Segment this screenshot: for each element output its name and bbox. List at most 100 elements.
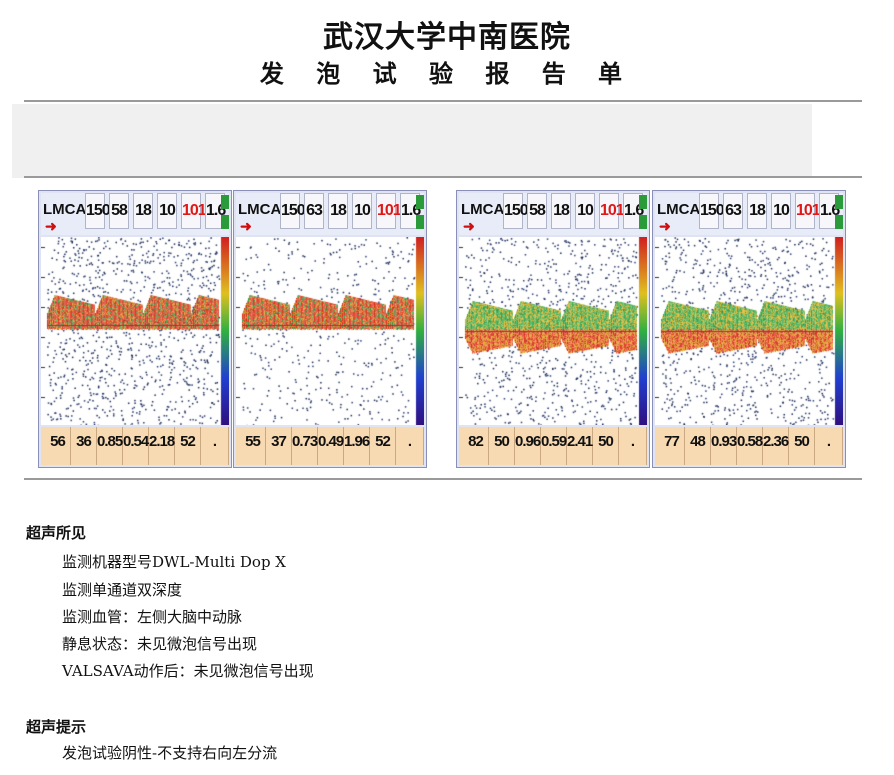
header-cell: 101 bbox=[181, 193, 207, 229]
header-value: 58 bbox=[529, 202, 546, 219]
scale-button[interactable] bbox=[221, 195, 229, 209]
header-value: 10 bbox=[354, 202, 371, 219]
scale-button[interactable] bbox=[835, 195, 843, 209]
header-value: 18 bbox=[749, 202, 766, 219]
header-value: 101 bbox=[796, 202, 821, 219]
footer-value: 0.49 bbox=[318, 433, 344, 450]
header-value: 63 bbox=[725, 202, 742, 219]
header-cell: 58 bbox=[527, 193, 547, 229]
footer-value: . bbox=[630, 433, 635, 450]
footer-cell: 50 bbox=[489, 427, 515, 465]
vessel-label: LMCA bbox=[238, 201, 282, 218]
conclusion-line-1: 发泡试验阴性-不支持右向左分流 bbox=[62, 744, 278, 762]
header-value: 18 bbox=[553, 202, 570, 219]
findings-heading: 超声所见 bbox=[26, 524, 87, 542]
footer-value: 37 bbox=[271, 433, 287, 450]
header-cell: 63 bbox=[304, 193, 324, 229]
direction-arrow-icon: ➜ bbox=[45, 219, 57, 235]
header-value: 10 bbox=[773, 202, 790, 219]
footer-cell: 0.93 bbox=[711, 427, 737, 465]
footer-cell: 77 bbox=[659, 427, 685, 465]
footer-value: 48 bbox=[690, 433, 706, 450]
footer-cell: . bbox=[396, 427, 424, 465]
scale-button[interactable] bbox=[639, 215, 647, 229]
header-value: 58 bbox=[111, 202, 128, 219]
scale-button[interactable] bbox=[221, 215, 229, 229]
hospital-name: 武汉大学中南医院 bbox=[323, 20, 571, 55]
footer-value: 0.96 bbox=[515, 433, 541, 450]
header-cell: 18 bbox=[328, 193, 348, 229]
header-cell: 18 bbox=[133, 193, 153, 229]
findings-line-5: VALSAVA动作后：未见微泡信号出现 bbox=[62, 662, 314, 680]
footer-value: 52 bbox=[180, 433, 196, 450]
header-cell: 63 bbox=[723, 193, 743, 229]
vessel-label: LMCA bbox=[43, 201, 87, 218]
footer-value: . bbox=[407, 433, 412, 450]
footer-cell: 0.59 bbox=[541, 427, 567, 465]
header-cell: 150 bbox=[280, 193, 306, 229]
direction-arrow-icon: ➜ bbox=[659, 219, 671, 235]
footer-cell: 2.36 bbox=[763, 427, 789, 465]
footer-value: . bbox=[212, 433, 217, 450]
redacted-patient-info bbox=[12, 104, 812, 178]
footer-value: 52 bbox=[375, 433, 391, 450]
header-value: 18 bbox=[330, 202, 347, 219]
header-value: 150 bbox=[86, 202, 111, 219]
footer-value: 56 bbox=[50, 433, 66, 450]
header-value: 101 bbox=[377, 202, 402, 219]
direction-arrow-icon: ➜ bbox=[240, 219, 252, 235]
footer-cell: 2.41 bbox=[567, 427, 593, 465]
header-cell: 10 bbox=[157, 193, 177, 229]
header-value: 10 bbox=[577, 202, 594, 219]
footer-value: 55 bbox=[245, 433, 261, 450]
conclusion-heading: 超声提示 bbox=[26, 718, 87, 736]
divider-top bbox=[24, 100, 862, 102]
footer-value: 82 bbox=[468, 433, 484, 450]
footer-cell: 0.58 bbox=[737, 427, 763, 465]
spectrum-canvas bbox=[236, 237, 424, 425]
scale-button[interactable] bbox=[639, 195, 647, 209]
footer-cell: 0.73 bbox=[292, 427, 318, 465]
footer-value: 77 bbox=[664, 433, 680, 450]
direction-arrow-icon: ➜ bbox=[463, 219, 475, 235]
footer-cell: 52 bbox=[175, 427, 201, 465]
footer-cell: 56 bbox=[45, 427, 71, 465]
header-cell: 10 bbox=[575, 193, 595, 229]
footer-cell: 36 bbox=[71, 427, 97, 465]
footer-cell: 55 bbox=[240, 427, 266, 465]
spectrum-canvas bbox=[459, 237, 647, 425]
vessel-label: LMCA bbox=[657, 201, 701, 218]
divider-bottom bbox=[24, 478, 862, 480]
findings-line-2: 监测单通道双深度 bbox=[62, 581, 183, 599]
footer-value: 2.18 bbox=[149, 433, 175, 450]
footer-value: 50 bbox=[598, 433, 614, 450]
scale-button[interactable] bbox=[416, 195, 424, 209]
footer-cell: . bbox=[815, 427, 843, 465]
footer-cell: . bbox=[201, 427, 229, 465]
footer-cell: 82 bbox=[463, 427, 489, 465]
header-cell: 18 bbox=[551, 193, 571, 229]
header-value: 10 bbox=[159, 202, 176, 219]
footer-value: 1.96 bbox=[344, 433, 370, 450]
header-value: 63 bbox=[306, 202, 323, 219]
report-title: 发 泡 试 验 报 告 单 bbox=[259, 60, 635, 88]
header-value: 150 bbox=[504, 202, 529, 219]
footer-cell: 0.54 bbox=[123, 427, 149, 465]
header-cell: 10 bbox=[352, 193, 372, 229]
scale-button[interactable] bbox=[416, 215, 424, 229]
header-cell: 101 bbox=[599, 193, 625, 229]
footer-cell: 52 bbox=[370, 427, 396, 465]
footer-value: 50 bbox=[494, 433, 510, 450]
footer-value: 36 bbox=[76, 433, 92, 450]
scale-button[interactable] bbox=[835, 215, 843, 229]
footer-cell: 2.18 bbox=[149, 427, 175, 465]
